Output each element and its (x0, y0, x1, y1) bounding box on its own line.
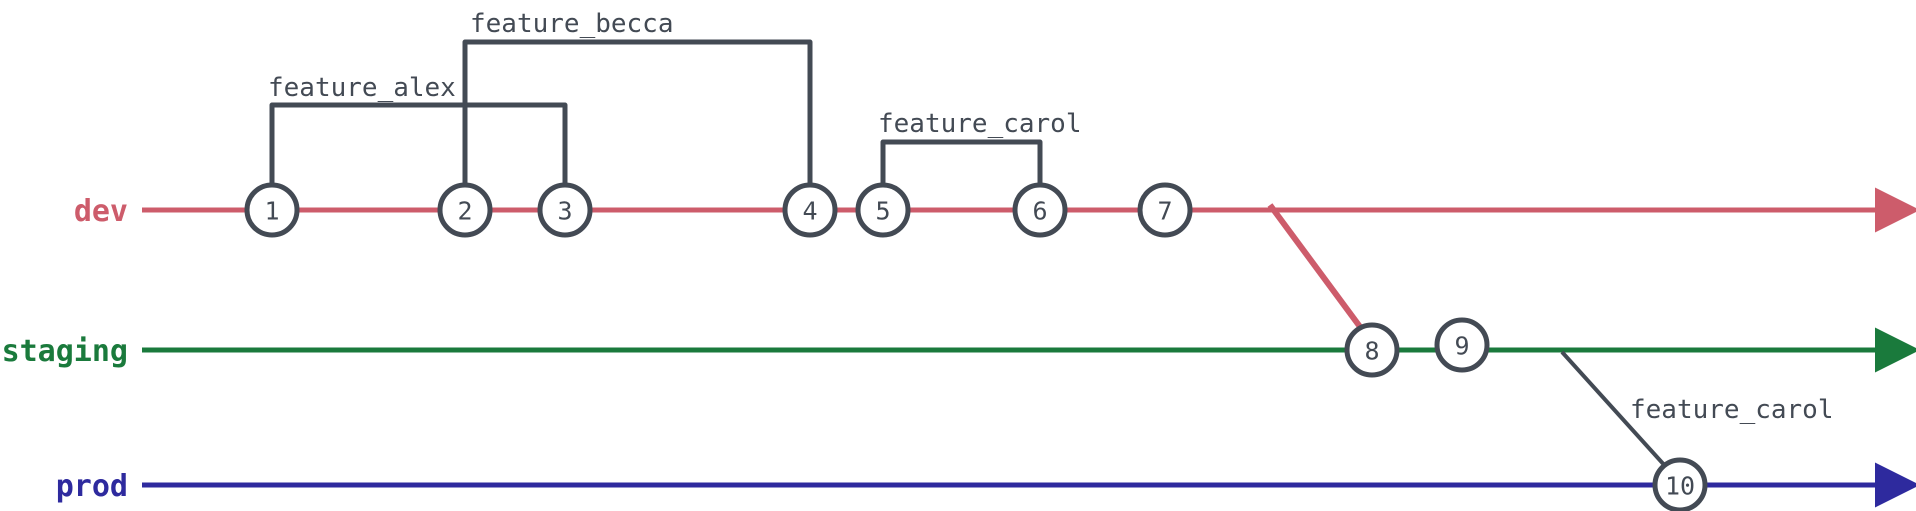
commit-label-8: 8 (1364, 337, 1379, 366)
commit-label-2: 2 (457, 197, 472, 226)
commit-node-1[interactable]: 1 (244, 182, 300, 238)
edge-label-feature_carol-prod: feature_carol (1630, 395, 1834, 425)
branch-name-labels: dev staging prod (2, 194, 128, 504)
commit-label-1: 1 (264, 197, 279, 226)
commit-node-6[interactable]: 6 (1012, 182, 1068, 238)
branch-lines (142, 187, 1916, 508)
feature-brackets (269, 39, 1043, 210)
branch-label-prod: prod (56, 469, 128, 504)
commit-label-6: 6 (1032, 197, 1047, 226)
feature-label-feature_alex: feature_alex (268, 73, 456, 103)
feature-bracket-feature_carol (880, 139, 1043, 210)
commit-label-7: 7 (1157, 197, 1172, 226)
commit-label-3: 3 (557, 197, 572, 226)
commit-label-5: 5 (875, 197, 890, 226)
commit-node-10[interactable]: 10 (1652, 457, 1708, 511)
branch-label-dev: dev (74, 194, 128, 229)
merge-edges (1267, 203, 1678, 480)
commit-label-10: 10 (1665, 472, 1695, 501)
commit-node-4[interactable]: 4 (782, 182, 838, 238)
feature-label-feature_carol: feature_carol (878, 109, 1082, 139)
merge-edge-staging-to-prod (1560, 350, 1678, 480)
feature-label-feature_becca: feature_becca (470, 9, 674, 39)
commit-node-7[interactable]: 7 (1137, 182, 1193, 238)
branch-label-staging: staging (2, 334, 128, 369)
commit-nodes[interactable]: 1 2 3 4 5 6 7 (244, 182, 1708, 511)
commit-node-2[interactable]: 2 (437, 182, 493, 238)
merge-edge-dev-to-staging (1267, 203, 1375, 345)
commit-label-4: 4 (802, 197, 817, 226)
commit-node-5[interactable]: 5 (855, 182, 911, 238)
feature-bracket-feature_becca (462, 39, 813, 210)
feature-bracket-labels: feature_alex feature_becca feature_carol… (268, 9, 1834, 425)
feature-bracket-feature_alex (269, 102, 568, 210)
commit-node-9[interactable]: 9 (1434, 317, 1490, 373)
commit-label-9: 9 (1454, 332, 1469, 361)
commit-node-3[interactable]: 3 (537, 182, 593, 238)
commit-node-8[interactable]: 8 (1344, 322, 1400, 378)
